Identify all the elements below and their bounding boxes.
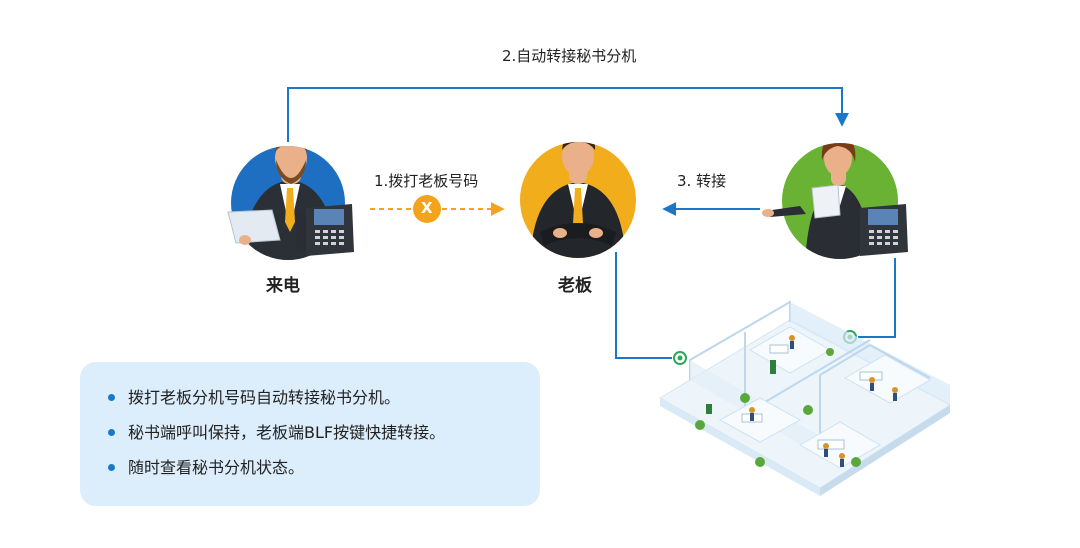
auto-forward-line — [287, 87, 849, 142]
list-item: 秘书端呼叫保持，老板端BLF按键快捷转接。 — [108, 415, 540, 450]
blocked-badge — [413, 195, 441, 223]
ip-phone-icon — [296, 204, 354, 256]
blocked-mark: X — [421, 199, 433, 217]
bullet-icon — [108, 429, 115, 436]
step1-label: 1.拨打老板号码 — [374, 172, 479, 190]
list-item: 拨打老板分机号码自动转接秘书分机。 — [108, 380, 540, 415]
ip-phone-icon — [848, 204, 908, 256]
boss-avatar-icon — [520, 142, 636, 258]
bullet-icon — [108, 464, 115, 471]
feature-info-panel: 拨打老板分机号码自动转接秘书分机。 秘书端呼叫保持，老板端BLF按键快捷转接。 … — [80, 362, 540, 506]
caller-label: 来电 — [266, 276, 300, 296]
boss-office-line — [615, 252, 672, 359]
secretary-office-line — [858, 258, 896, 338]
list-item: 随时查看秘书分机状态。 — [108, 450, 540, 485]
step2-label: 2.自动转接秘书分机 — [502, 47, 637, 65]
step3-label: 3. 转接 — [677, 172, 727, 190]
office-floor-plan-icon — [659, 300, 951, 496]
feature-list: 拨打老板分机号码自动转接秘书分机。 秘书端呼叫保持，老板端BLF按键快捷转接。 … — [80, 362, 540, 485]
boss-label: 老板 — [558, 276, 592, 296]
bullet-icon — [108, 394, 115, 401]
